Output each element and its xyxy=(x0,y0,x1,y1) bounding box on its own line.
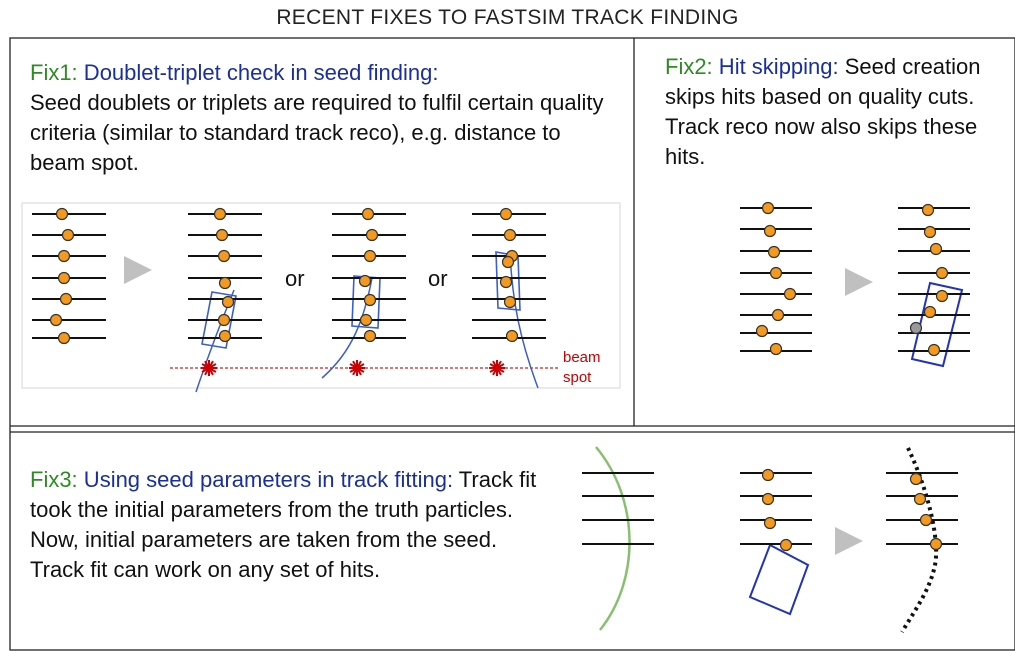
hit-marker xyxy=(501,255,515,269)
fix2-label: Fix2: xyxy=(665,54,713,79)
hit-marker xyxy=(909,321,923,335)
hit-marker xyxy=(499,207,513,221)
fix1-text: Fix1: Doublet-triplet check in seed find… xyxy=(30,58,620,178)
hit-marker xyxy=(923,225,937,239)
hit-marker xyxy=(769,342,783,356)
hit-marker xyxy=(363,293,377,307)
hit-marker xyxy=(761,492,775,506)
fix1-heading: Doublet-triplet check in seed finding: xyxy=(77,60,439,85)
hit-marker xyxy=(923,305,937,319)
hit-marker xyxy=(929,537,943,551)
page-title: RECENT FIXES TO FASTSIM TRACK FINDING xyxy=(276,6,739,29)
hit-marker xyxy=(929,242,943,256)
hit-marker xyxy=(49,313,63,327)
hit-marker xyxy=(218,276,232,290)
hit-marker xyxy=(217,249,231,263)
fix2-body: Seed creation skips hits based on qualit… xyxy=(665,54,981,169)
or-label: or xyxy=(285,266,305,291)
hit-marker xyxy=(59,292,73,306)
fix1-diagram-frame xyxy=(21,202,621,389)
hit-marker xyxy=(213,207,227,221)
hit-marker xyxy=(217,313,231,327)
hit-marker xyxy=(361,207,375,221)
hit-marker xyxy=(57,331,71,345)
beam-spot-marker xyxy=(201,363,217,373)
hit-marker xyxy=(935,266,949,280)
hit-marker xyxy=(503,228,517,242)
fix2-text: Fix2: Hit skipping: Seed creation skips … xyxy=(665,52,1010,172)
hit-marker xyxy=(921,203,935,217)
panel-borders xyxy=(9,37,1015,651)
hit-marker xyxy=(499,275,513,289)
hit-marker xyxy=(771,308,785,322)
fix3-label: Fix3: xyxy=(30,467,78,492)
arrow-icon xyxy=(845,268,873,296)
hit-marker xyxy=(505,329,519,343)
beam-spot-label: spot xyxy=(563,369,592,386)
hit-marker xyxy=(363,329,377,343)
hit-marker xyxy=(769,266,783,280)
hit-marker xyxy=(761,468,775,482)
hit-marker xyxy=(767,245,781,259)
hit-marker xyxy=(503,295,517,309)
hit-marker xyxy=(755,324,769,338)
hit-marker xyxy=(761,201,775,215)
arrow-icon xyxy=(124,256,152,284)
hit-marker xyxy=(763,516,777,530)
hit-marker xyxy=(57,249,71,263)
hit-marker xyxy=(763,224,777,238)
hit-marker xyxy=(927,343,941,357)
beam-spot-marker xyxy=(349,363,365,373)
or-label: or xyxy=(428,266,448,291)
hit-marker xyxy=(919,513,933,527)
hit-marker xyxy=(57,271,71,285)
hit-marker xyxy=(783,287,797,301)
fix1-body: Seed doublets or triplets are required t… xyxy=(30,90,604,175)
hit-marker xyxy=(221,295,235,309)
hit-marker xyxy=(358,274,372,288)
hit-marker xyxy=(55,207,69,221)
hit-marker xyxy=(909,472,923,486)
fix3-body: Track fit took the initial parameters fr… xyxy=(30,467,537,582)
fix3-green-track xyxy=(595,446,631,631)
beam-spot-marker xyxy=(489,363,505,373)
fix2-heading: Hit skipping: xyxy=(712,54,839,79)
fix3-seed-box xyxy=(748,543,810,616)
hit-marker xyxy=(363,249,377,263)
hit-marker xyxy=(218,329,232,343)
hit-marker xyxy=(61,228,75,242)
beam-spot-label: beam xyxy=(563,349,601,366)
fix1-label: Fix1: xyxy=(30,60,78,85)
arrow-icon xyxy=(835,527,863,555)
hit-marker xyxy=(365,228,379,242)
hit-marker xyxy=(935,289,949,303)
hit-marker xyxy=(779,538,793,552)
fix3-text: Fix3: Using seed parameters in track fit… xyxy=(30,465,550,585)
fix3-dotted-track xyxy=(900,447,939,634)
hit-marker xyxy=(359,313,373,327)
fix3-heading: Using seed parameters in track fitting: xyxy=(77,467,454,492)
hit-marker xyxy=(913,492,927,506)
hit-marker xyxy=(215,228,229,242)
